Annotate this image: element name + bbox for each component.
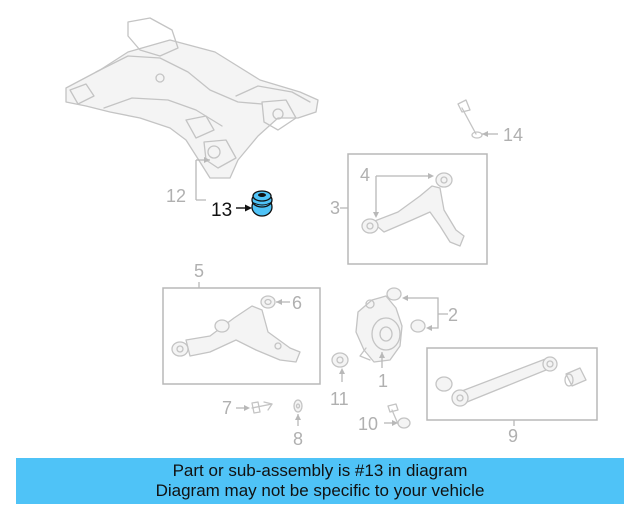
knuckle-illustration [355, 287, 426, 363]
callout-7: 7 [222, 398, 232, 418]
lower-arm-illustration [171, 295, 301, 363]
bolt-7-illustration [251, 401, 273, 414]
callout-11-arrow [339, 368, 345, 374]
banner-line-2: Diagram may not be specific to your vehi… [155, 481, 485, 500]
callout-4-arrow-b [373, 212, 379, 218]
callout-2: 2 [448, 305, 458, 325]
callout-14-arrow [482, 131, 488, 137]
callout-10: 10 [358, 414, 378, 434]
callout-2-arrow-b [426, 325, 432, 331]
box-9-lateral-link [426, 347, 598, 421]
lateral-link-illustration [435, 356, 587, 407]
callout-1-arrow [379, 352, 385, 358]
callout-12-leader [195, 157, 210, 201]
callout-14: 14 [503, 125, 523, 145]
bolt-10-illustration [387, 403, 411, 429]
callout-8-arrow [295, 414, 301, 420]
callout-2-leader [404, 297, 448, 329]
callout-9: 9 [508, 426, 518, 446]
callout-8: 8 [293, 429, 303, 449]
callout-12: 12 [166, 186, 186, 206]
bolt-14-illustration [457, 99, 483, 139]
banner-line-1: Part or sub-assembly is #13 in diagram [172, 461, 468, 480]
washer-11-illustration [331, 352, 349, 368]
upper-arm-illustration [361, 172, 465, 247]
callout-11: 11 [330, 389, 349, 409]
box-5-lower-arm [162, 287, 321, 385]
callout-3: 3 [330, 198, 340, 218]
box-3-upper-arm [347, 153, 488, 265]
callout-10-arrow [392, 420, 398, 426]
callout-7-arrow [244, 405, 250, 411]
bushing-13-highlighted[interactable] [251, 190, 273, 217]
nut-8-illustration [293, 399, 303, 413]
callout-2-arrow-a [402, 295, 408, 301]
info-banner: Part or sub-assembly is #13 in diagram D… [16, 458, 624, 504]
callout-13: 13 [211, 200, 232, 221]
callout-4-leader [375, 175, 430, 214]
callout-6-arrow [276, 299, 282, 305]
callout-4: 4 [360, 165, 370, 185]
subframe-illustration [65, 17, 319, 179]
callout-13-arrow [245, 204, 252, 212]
callout-1: 1 [378, 371, 388, 391]
callout-5: 5 [194, 261, 204, 281]
callout-6: 6 [292, 293, 302, 313]
callout-4-arrow-a [428, 173, 434, 179]
